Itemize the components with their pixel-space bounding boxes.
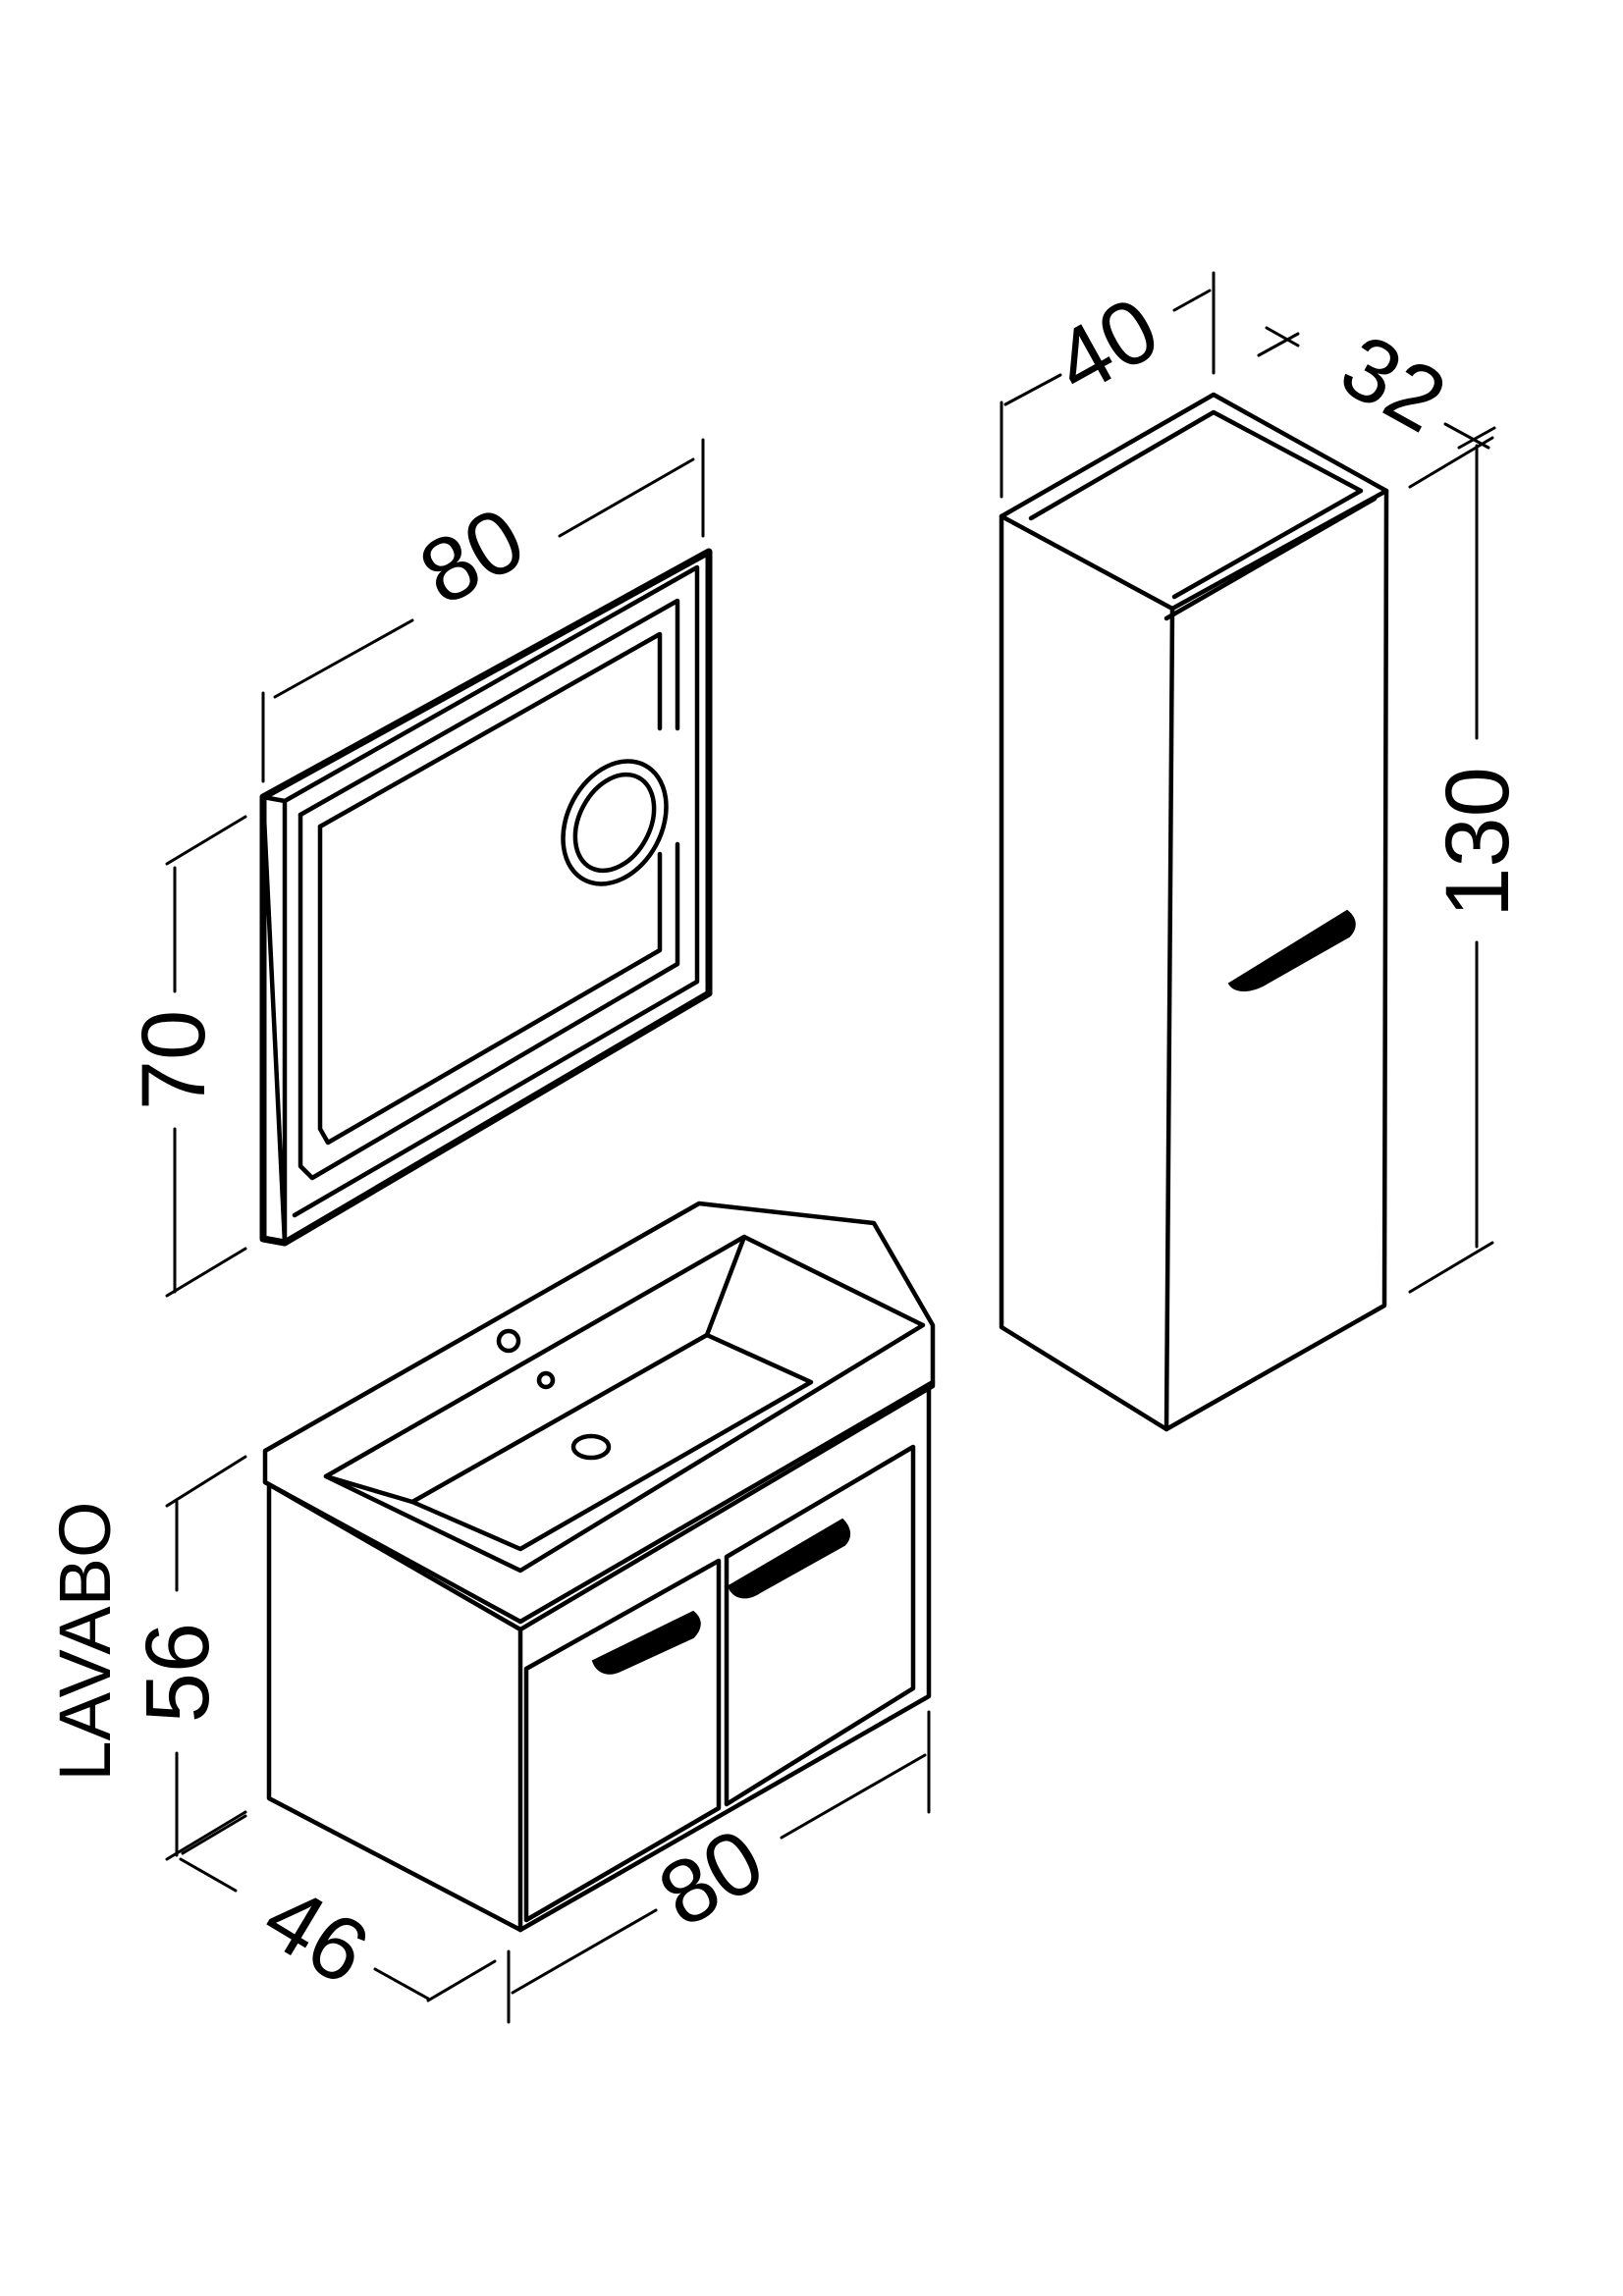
door-left xyxy=(523,1558,722,1923)
basin-countertop xyxy=(262,1201,936,1632)
tall-cabinet-top-inner xyxy=(1028,409,1364,600)
mirror-led-strip-left xyxy=(298,598,680,818)
vanity-depth-label: 46 xyxy=(247,1866,385,2003)
mirror-width-label: 80 xyxy=(404,488,540,624)
basin-bowl-rim xyxy=(323,1234,926,1574)
vanity-caption-label: LAVABO xyxy=(44,1501,126,1781)
faucet-hole xyxy=(496,1328,521,1354)
tall-cabinet xyxy=(999,392,1389,1432)
overflow-hole xyxy=(536,1370,556,1390)
magnifier-mirror xyxy=(561,759,669,886)
dimension-lines xyxy=(165,271,1496,2024)
vanity-unit xyxy=(262,1201,936,1933)
mirror xyxy=(259,548,713,1247)
door-right-handle xyxy=(727,1518,850,1599)
basin-bowl-floor xyxy=(409,1332,814,1552)
tall-cabinet-side xyxy=(999,513,1169,1432)
tall-cabinet-handle xyxy=(1227,909,1356,991)
mirror-glass-lower xyxy=(317,824,663,1146)
cabinet-depth-label: 32 xyxy=(1325,315,1462,452)
mirror-led-strip-right xyxy=(298,812,680,1181)
mirror-glass xyxy=(317,631,663,829)
tall-cabinet-door xyxy=(1163,488,1389,1432)
mirror-inner-frame xyxy=(282,564,700,1218)
mirror-height-label: 70 xyxy=(124,1010,224,1110)
basin-front-edge xyxy=(262,1379,936,1625)
vanity-width-label: 80 xyxy=(643,1809,781,1947)
door-right xyxy=(724,1444,916,1807)
mirror-outer-frame xyxy=(259,548,713,1247)
cabinet-height-label: 130 xyxy=(1428,767,1528,918)
vanity-height-label: 56 xyxy=(128,1623,228,1723)
door-left-handle xyxy=(591,1610,701,1675)
cabinet-width-label: 40 xyxy=(1038,278,1174,414)
mirror-frame-edge xyxy=(260,794,288,1246)
drain-hole xyxy=(570,1433,612,1461)
